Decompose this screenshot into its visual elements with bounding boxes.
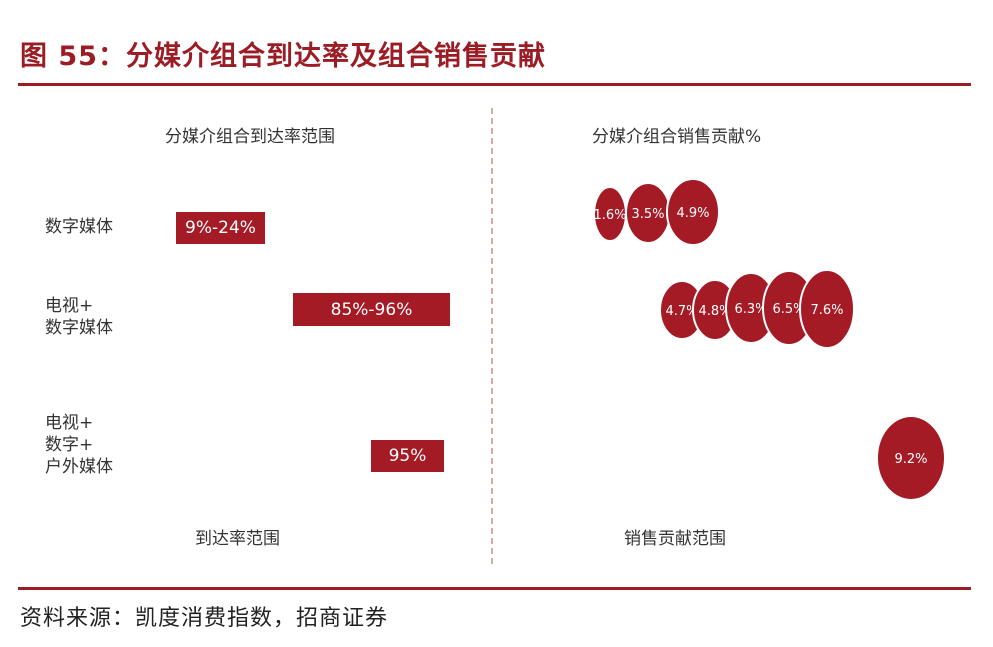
row-label-tv-digital-outdoor: 电视+ 数字+ 户外媒体 [45,413,113,477]
sales-axis-label: 销售贡献范围 [624,529,726,549]
sales-bubble-label: 6.3% [734,302,767,317]
reach-bar-tv-digital-outdoor: 95% [371,440,444,472]
row-label-tv-digital: 电视+ 数字媒体 [45,296,113,338]
sales-bubble-label: 7.6% [810,303,843,318]
sales-bubble-label: 3.5% [631,207,664,222]
sales-bubble-label: 4.9% [676,206,709,221]
sales-bubble [876,415,946,501]
sales-bubble [799,269,855,349]
sales-bubble [666,178,720,246]
reach-bar-digital: 9%-24% [176,212,265,244]
sales-bubble-label: 9.2% [894,452,927,467]
sales-panel-title: 分媒介组合销售贡献% [592,127,762,147]
reach-bar-tv-digital: 85%-96% [293,293,450,326]
reach-axis-label: 到达率范围 [195,529,280,549]
reach-panel-title: 分媒介组合到达率范围 [165,127,335,147]
panel-divider [491,108,493,564]
row-label-digital: 数字媒体 [45,217,113,237]
sales-bubble-label: 4.7% [665,304,698,319]
bottom-rule [18,587,971,590]
source-note: 资料来源：凯度消费指数，招商证券 [20,606,389,631]
figure-title: 图 55：分媒介组合到达率及组合销售贡献 [20,41,546,72]
top-rule [18,83,971,86]
sales-bubble-label: 6.5% [772,302,805,317]
sales-bubble-label: 1.6% [593,208,626,223]
sales-bubble-label: 4.8% [698,304,731,319]
